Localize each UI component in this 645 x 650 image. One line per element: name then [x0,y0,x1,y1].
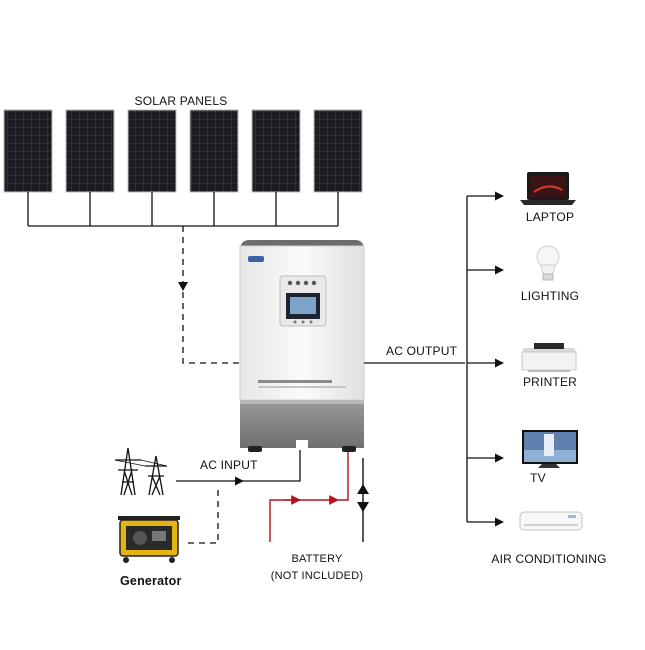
battery-note-label: (NOT INCLUDED) [270,570,364,582]
solar-panel-2 [65,109,115,193]
air-conditioner-icon [519,511,583,531]
tv-icon [522,430,578,468]
inverter-buttons [293,320,297,324]
solar-panel-4 [189,109,239,193]
solar-panel-6 [313,109,363,193]
solar-bus-wiring [27,192,339,227]
load-label-tv: TV [530,471,546,485]
inverter-unit [239,240,365,452]
battery-label: BATTERY [291,553,343,565]
utility-grid-pylons-icon [114,447,168,496]
load-label-lighting: LIGHTING [520,289,580,303]
inverter-logo-mark [248,256,264,262]
solar-panel-3 [127,109,177,193]
solar-panel-array [3,109,363,193]
printer-icon [521,343,577,372]
ac-input-label: AC INPUT [200,458,258,472]
generator-icon [118,516,180,563]
battery-wiring [269,452,369,542]
load-label-air-conditioning: AIR CONDITIONING [491,552,607,566]
solar-to-inverter-line [182,226,240,364]
solar-flow-arrow [178,282,188,291]
ac-output-label: AC OUTPUT [386,344,458,358]
generator-to-inverter-line [188,488,219,544]
generator-label: Generator [120,574,182,588]
laptop-icon [520,172,576,205]
solar-panel-1 [3,109,53,193]
ac-output-wiring [364,191,504,527]
solar-panel-5 [251,109,301,193]
load-label-printer: PRINTER [522,375,578,389]
inverter-model-strip [258,380,332,383]
ac-input-wiring [176,450,301,486]
solar-panels-label: SOLAR PANELS [134,94,228,108]
load-label-laptop: LAPTOP [525,210,575,224]
light-bulb-icon [536,245,560,281]
